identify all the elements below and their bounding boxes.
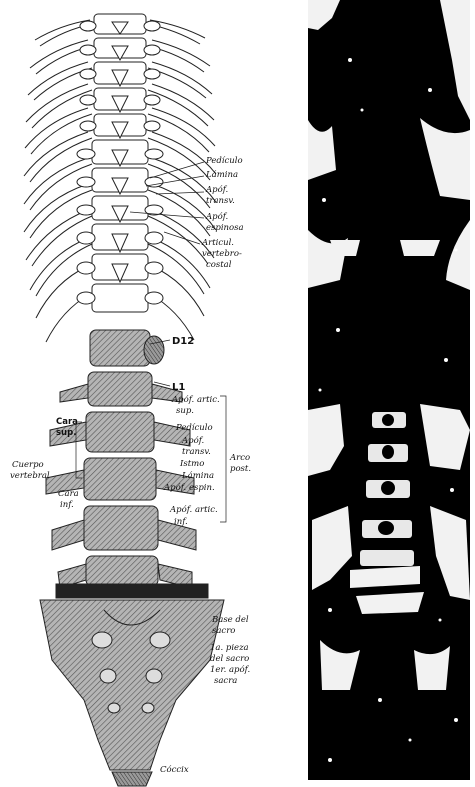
label-apof-transv-lumbar-2: transv. (182, 447, 211, 457)
label-apof-transv-1: Apóf. (205, 184, 228, 195)
label-apof-transv-2: transv. (206, 196, 235, 206)
label-articul-1: Articul. (201, 238, 234, 248)
xray-image (308, 0, 470, 780)
label-lamina: Lámina (205, 169, 238, 180)
label-apof-artic-inf-2: inf. (174, 517, 188, 527)
label-istmo: Istmo (179, 459, 204, 469)
label-articul-2: vertebro- (202, 249, 242, 259)
thoracic-vertebrae (77, 14, 163, 312)
label-apof-transv-lumbar-1: Apóf. (181, 435, 204, 446)
label-apof-artic-sup-1: Apóf. artic. (171, 394, 220, 405)
label-pediculo-lumbar: Pedículo (175, 422, 213, 433)
label-base-sacro-1: Base del (211, 615, 249, 625)
label-arco-post-2: post. (230, 464, 251, 474)
label-pediculo: Pedículo (205, 155, 243, 166)
label-apof-sacra-1: 1er. apóf. (210, 664, 250, 675)
label-pieza-sacro-2: del sacro (210, 654, 249, 664)
label-apof-artic-sup-2: sup. (176, 406, 194, 416)
label-cara-sup-1: Cara (56, 417, 78, 427)
label-l1: L1 (172, 382, 185, 393)
label-cara-sup-2: sup. (56, 428, 76, 438)
label-cara-inf-1: Cara (58, 489, 79, 499)
sacrum (40, 584, 224, 786)
label-cara-inf-2: inf. (60, 500, 74, 510)
label-apof-espin-lumbar: Apóf. espin. (163, 482, 215, 493)
label-cuerpo-vertebral-1: Cuerpo (12, 460, 44, 470)
label-lamina-lumbar: Lámina (181, 470, 214, 481)
label-apof-artic-inf-1: Apóf. artic. (169, 504, 218, 515)
label-cuerpo-vertebral-2: vertebral (10, 471, 50, 481)
label-d12: D12 (172, 336, 194, 347)
label-apof-espinosa-1: Apóf. (205, 211, 228, 222)
label-pieza-sacro-1: 1a. pieza (210, 643, 249, 653)
label-articul-3: costal (206, 260, 232, 270)
label-arco-post-1: Arco (229, 453, 250, 463)
label-apof-sacra-2: sacra (214, 676, 237, 686)
label-apof-espinosa-2: espinosa (206, 223, 244, 233)
label-base-sacro-2: sacro (212, 626, 235, 636)
label-coccix: Cóccix (160, 764, 189, 775)
lumbar-vertebrae (46, 330, 196, 588)
